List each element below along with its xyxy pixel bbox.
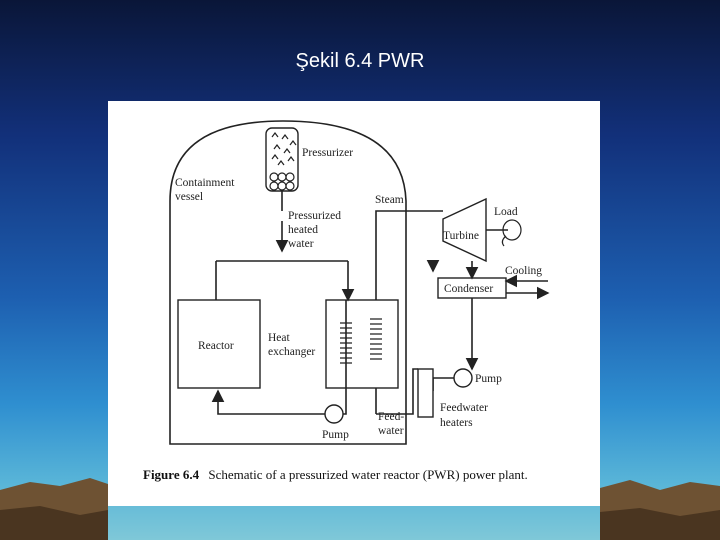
- label-pressurized-2: heated: [288, 224, 318, 236]
- feedwater-heaters: [417, 368, 434, 418]
- label-heat-exchanger-2: exchanger: [268, 346, 315, 358]
- label-feedwater-1: Feed-: [378, 411, 404, 423]
- figure-panel: Pressurizer Containment vessel Steam Loa…: [108, 101, 600, 506]
- containment-vessel: [169, 120, 407, 445]
- label-feedwater-heaters-2: heaters: [440, 417, 473, 429]
- mountain-silhouette: [0, 478, 720, 540]
- label-feedwater-2: water: [378, 425, 404, 437]
- label-pressurizer: Pressurizer: [302, 147, 353, 159]
- caption-number: Figure 6.4: [143, 467, 200, 482]
- label-feedwater-heaters-1: Feedwater: [440, 402, 488, 414]
- label-cooling: Cooling: [505, 265, 542, 277]
- label-pressurized-3: water: [288, 238, 314, 250]
- pressurizer: [265, 127, 299, 192]
- label-pump-right: Pump: [475, 373, 502, 385]
- reactor: [177, 299, 261, 389]
- label-containment-2: vessel: [175, 191, 203, 203]
- turbine: [442, 197, 487, 263]
- label-containment-1: Containment: [175, 177, 235, 189]
- load-generator: [502, 219, 522, 241]
- label-turbine: Turbine: [443, 230, 479, 242]
- label-reactor: Reactor: [198, 340, 234, 352]
- label-pump-bottom: Pump: [322, 429, 349, 441]
- label-pressurized-1: Pressurized: [288, 210, 341, 222]
- primary-pump: [324, 404, 344, 424]
- caption-text: Schematic of a pressurized water reactor…: [208, 467, 527, 482]
- feedwater-pump: [453, 368, 473, 388]
- label-condenser: Condenser: [444, 283, 493, 295]
- pwr-schematic: Pressurizer Containment vessel Steam Loa…: [143, 120, 550, 482]
- figure-caption: Figure 6.4 Schematic of a pressurized wa…: [143, 467, 528, 482]
- slide-title: Şekil 6.4 PWR: [295, 50, 425, 72]
- label-steam: Steam: [375, 194, 404, 206]
- label-load: Load: [494, 206, 518, 218]
- heat-exchanger: [325, 299, 399, 389]
- label-heat-exchanger-1: Heat: [268, 332, 291, 344]
